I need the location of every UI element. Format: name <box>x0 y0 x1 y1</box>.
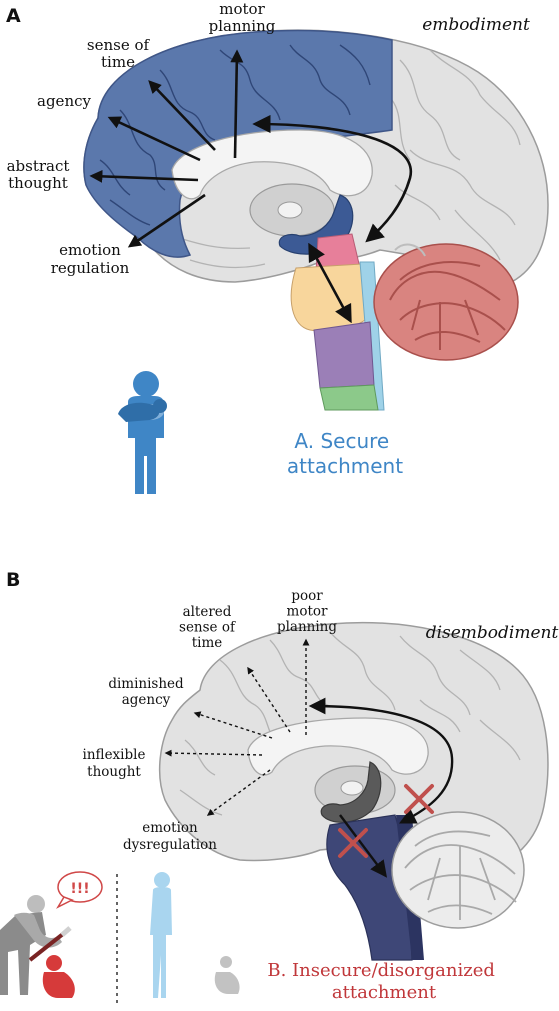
caption-secure-attachment: A. Secure attachment <box>287 429 403 478</box>
disruption-cross-2 <box>338 828 368 858</box>
pathway-arrows-b <box>308 697 454 878</box>
caption-insecure-attachment: B. Insecure/disorganized attachment <box>267 960 500 1003</box>
label-agency-a: agency <box>37 92 91 110</box>
cerebellum-a <box>373 243 519 361</box>
disembodiment-label: disembodiment <box>426 623 559 643</box>
alarm-text: !!! <box>70 881 89 897</box>
brain-a-gyri <box>169 49 521 269</box>
crouching-child-red-icon <box>42 955 75 998</box>
secure-caregiver-icon <box>118 371 167 494</box>
pons-a <box>313 321 375 389</box>
pathway-arrows-a <box>89 49 413 324</box>
medulla-a <box>319 384 379 411</box>
panel-b: B <box>0 569 558 1003</box>
embodiment-label: embodiment <box>422 15 530 35</box>
panel-a: A <box>6 0 549 494</box>
dashed-arrows-b <box>164 638 310 816</box>
panel-b-letter: B <box>6 569 20 591</box>
threatening-adult-icon <box>0 895 72 995</box>
midbrain-a <box>290 263 369 332</box>
standing-figure-icon <box>150 872 172 998</box>
panel-a-letter: A <box>6 5 21 27</box>
crouching-child-grey-icon <box>214 956 240 994</box>
disruption-cross-1 <box>404 784 434 814</box>
speech-bubble: !!! <box>56 871 103 909</box>
cerebellum-b <box>391 811 525 929</box>
